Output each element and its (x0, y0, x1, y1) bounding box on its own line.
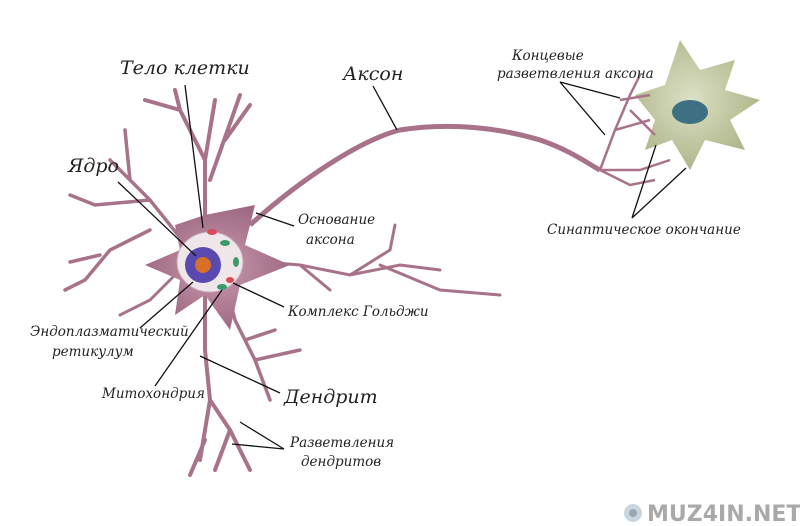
target-cell (635, 40, 760, 170)
label-synaptic-terminal: Синаптическое окончание (547, 222, 741, 238)
label-axon-hillock-2: аксона (306, 232, 355, 248)
watermark-text: MUZ4IN.NET (647, 502, 800, 526)
label-cell-body: Тело клетки (120, 57, 250, 79)
mitochondrion (220, 240, 230, 246)
target-cell-nucleus (672, 100, 708, 124)
label-er-2: ретикулум (52, 344, 134, 360)
label-dendrite: Дендрит (283, 386, 378, 408)
label-er-1: Эндоплазматический (30, 324, 189, 340)
label-axon-hillock-1: Основание (298, 212, 375, 228)
label-mitochondrion: Митохондрия (101, 386, 205, 402)
cell-body (145, 205, 290, 330)
golgi-complex (207, 229, 217, 235)
label-golgi: Комплекс Гольджи (287, 304, 429, 320)
leader-lines (117, 81, 687, 450)
nucleolus (195, 257, 211, 273)
dendrites (63, 88, 502, 477)
label-dendrite-branches-2: дендритов (301, 454, 381, 470)
axon (248, 123, 602, 227)
label-dendrite-branches-1: Разветвления (289, 435, 394, 451)
watermark: MUZ4IN.NET (624, 502, 800, 526)
label-axon: Аксон (341, 63, 403, 85)
label-axon-terminals-1: Концевые (511, 48, 584, 64)
axon-terminals (598, 74, 671, 187)
label-nucleus: Ядро (67, 155, 119, 177)
label-axon-terminals-2: разветвления аксона (497, 66, 654, 82)
